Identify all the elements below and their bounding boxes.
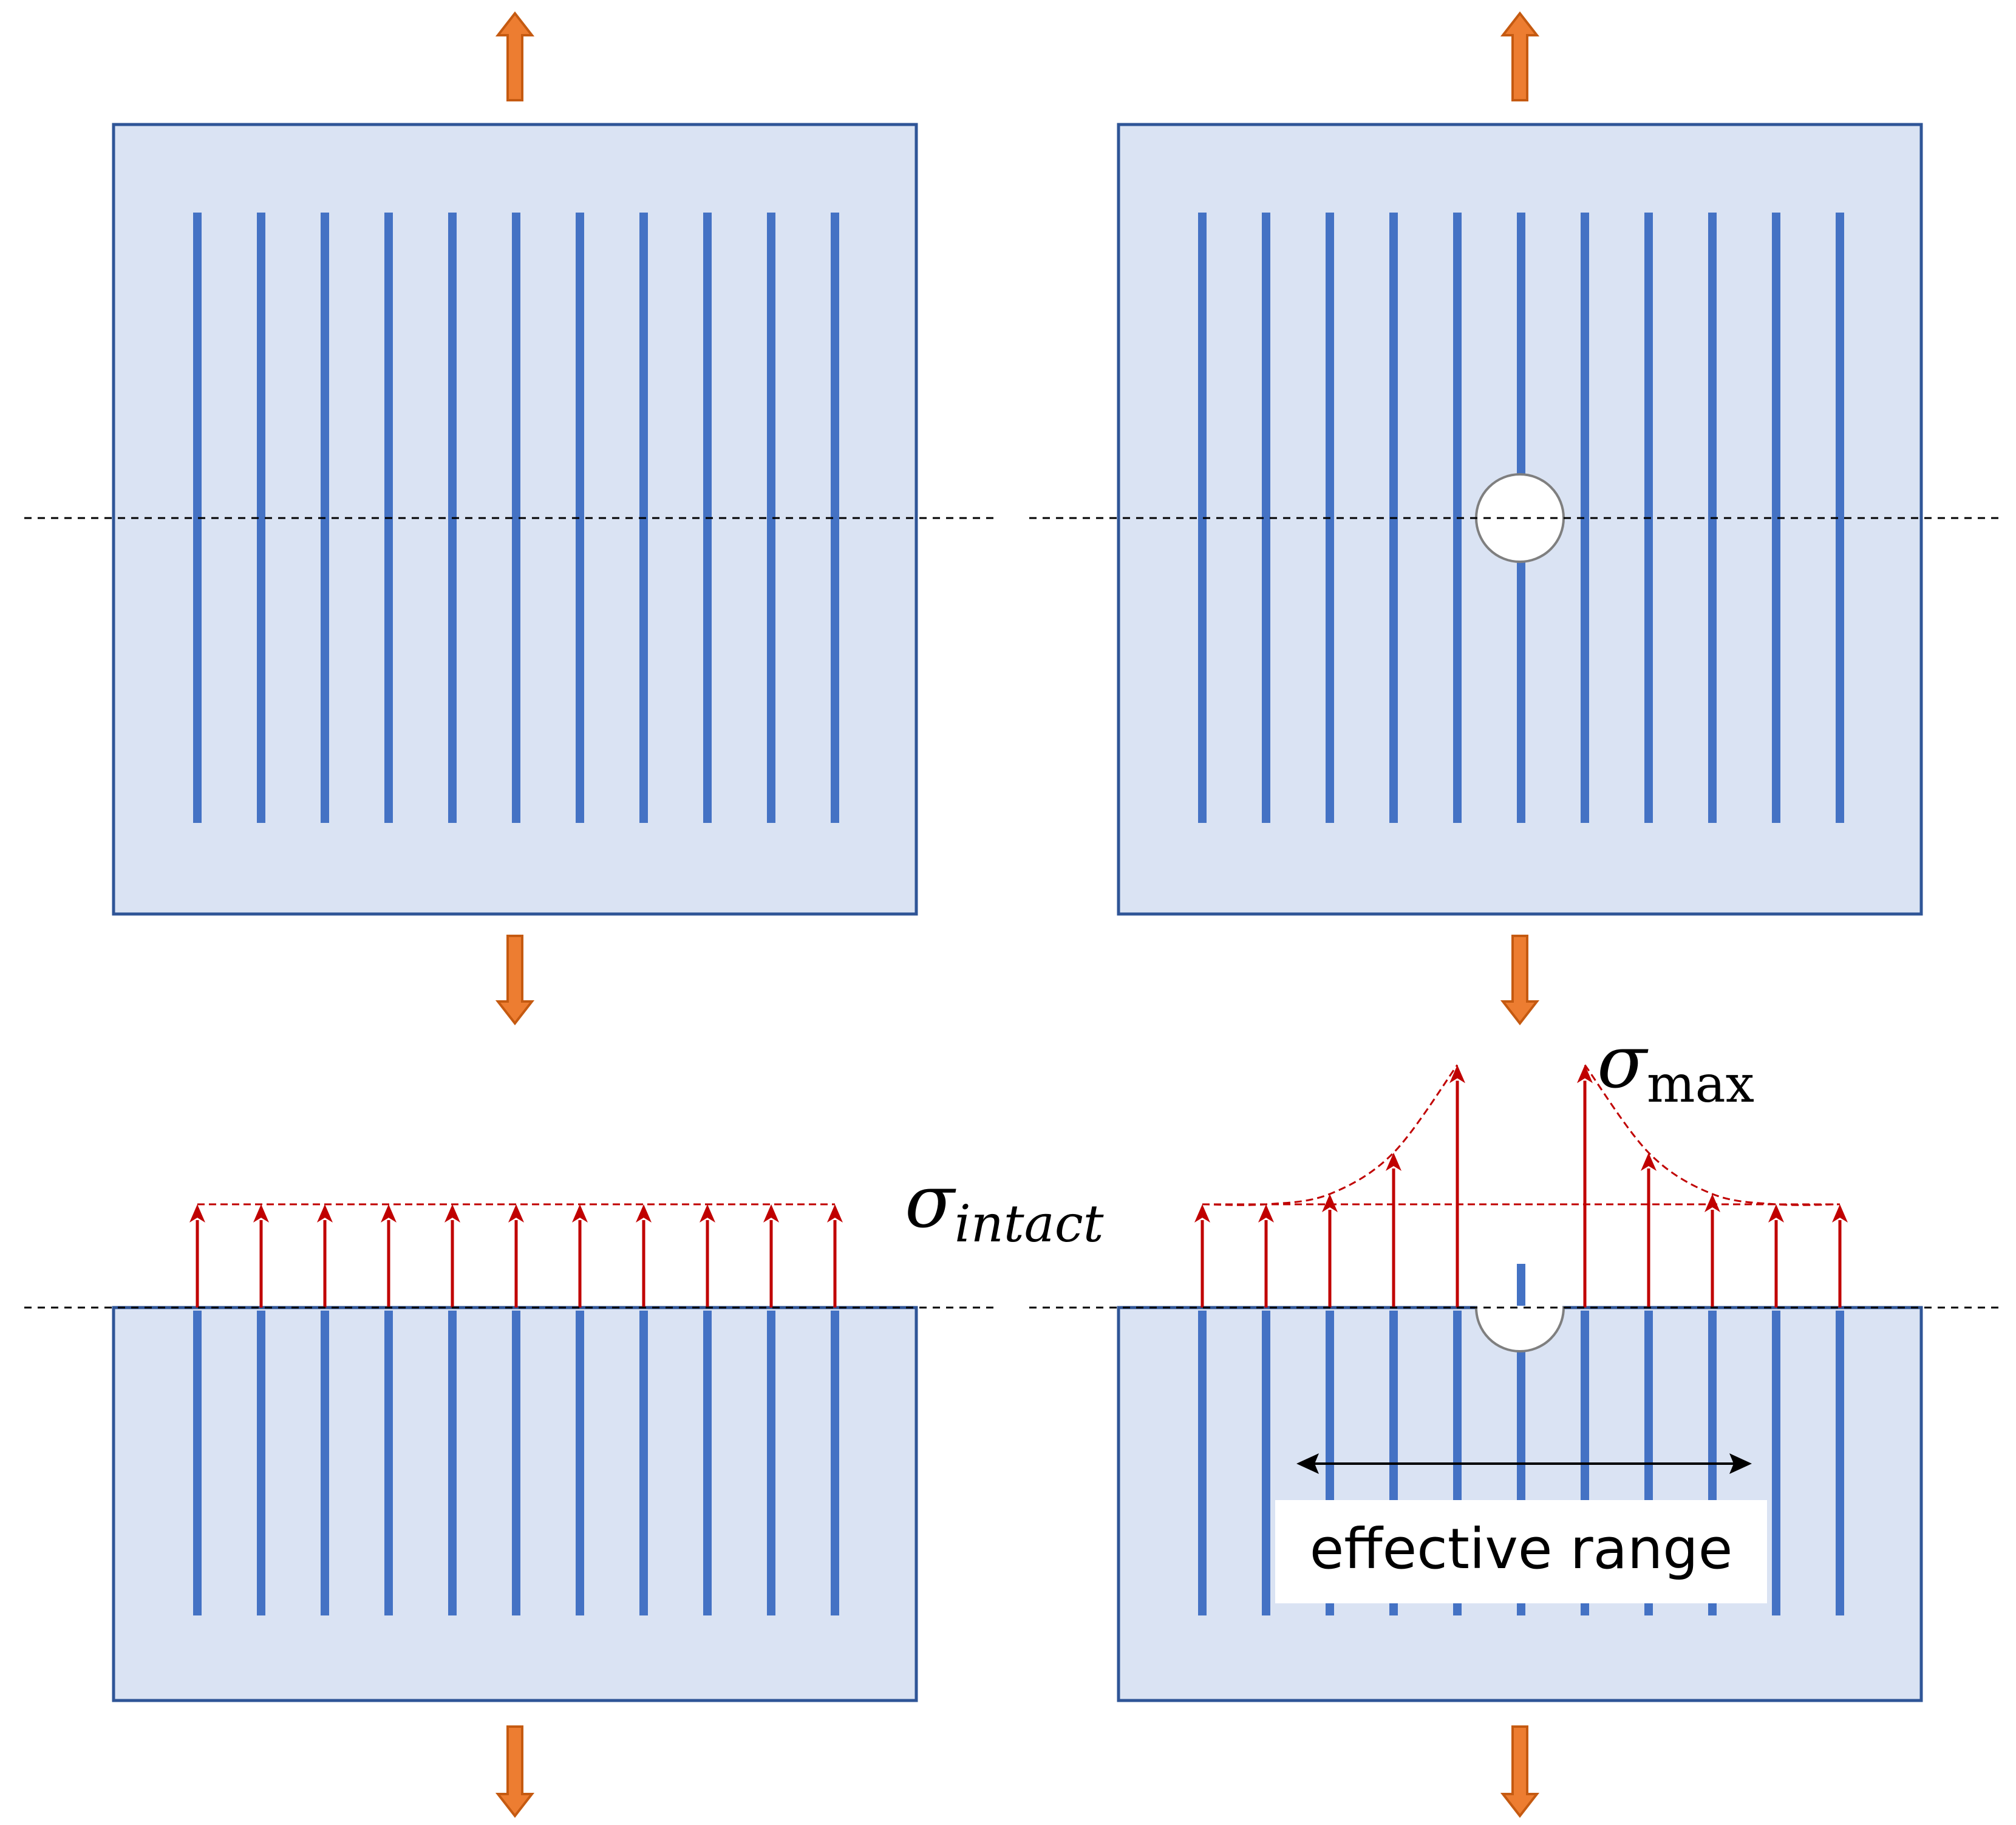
stress-arrowhead-icon [1258, 1204, 1274, 1223]
panel-intact-cut [112, 1204, 918, 1818]
arrow-left-icon [1296, 1453, 1319, 1474]
envelope-right [1584, 1064, 1841, 1206]
stress-arrowhead-icon [381, 1204, 397, 1223]
stress-arrowhead-icon [189, 1204, 205, 1223]
stress-arrowhead-icon [1832, 1204, 1848, 1223]
stress-arrowhead-icon [1386, 1153, 1401, 1171]
half-hole [1474, 1306, 1565, 1353]
stress-arrowhead-icon [1704, 1194, 1720, 1212]
stress-arrowhead-icon [700, 1204, 715, 1223]
sigma-max-subscript: max [1647, 1054, 1754, 1114]
stress-arrowhead-icon [317, 1204, 333, 1223]
stress-arrowhead-icon [636, 1204, 652, 1223]
panel-notched-plate [1117, 11, 1923, 1026]
sigma-intact-subscript: intact [955, 1194, 1104, 1254]
stress-arrowhead-icon [1194, 1204, 1210, 1223]
stress-arrowhead-icon [444, 1204, 460, 1223]
load-arrow-down-icon [495, 935, 535, 1026]
stress-arrows-intact [189, 1204, 843, 1308]
stress-arrowhead-icon [1577, 1065, 1593, 1083]
load-arrow-down-icon [1500, 1725, 1540, 1818]
stress-arrowhead-icon [1449, 1065, 1465, 1083]
stress-arrowhead-icon [1641, 1153, 1657, 1171]
load-arrow-up-icon [1500, 11, 1540, 101]
stress-arrowhead-icon [1768, 1204, 1784, 1223]
stress-arrowhead-icon [1322, 1194, 1338, 1212]
effective-range-box [1275, 1500, 1767, 1603]
sigma-max-label: σmax [1597, 1020, 1754, 1114]
stress-arrowhead-icon [827, 1204, 843, 1223]
load-arrow-down-icon [1500, 935, 1540, 1026]
envelope-left [1202, 1064, 1459, 1206]
effective-range-marker: effective range [1275, 1453, 1767, 1603]
sigma-intact-symbol: σ [905, 1160, 956, 1244]
arrow-right-icon [1729, 1453, 1752, 1474]
stress-arrowhead-icon [508, 1204, 524, 1223]
stress-arrows-notched [1194, 1065, 1848, 1308]
load-arrow-down-icon [495, 1725, 535, 1818]
stress-arrowhead-icon [572, 1204, 588, 1223]
sigma-intact-label: σintact [905, 1160, 1104, 1254]
panel-notched-cut: effective range [1117, 1065, 1923, 1818]
stress-arrowhead-icon [763, 1204, 779, 1223]
sigma-max-symbol: σ [1597, 1020, 1649, 1105]
stress-arrowhead-icon [253, 1204, 269, 1223]
panel-intact-plate [112, 11, 918, 1026]
effective-range-label: effective range [1310, 1516, 1733, 1581]
load-arrow-up-icon [495, 11, 535, 101]
fibers-intact-cut [193, 1311, 839, 1615]
stress-envelopes [197, 1064, 1841, 1206]
